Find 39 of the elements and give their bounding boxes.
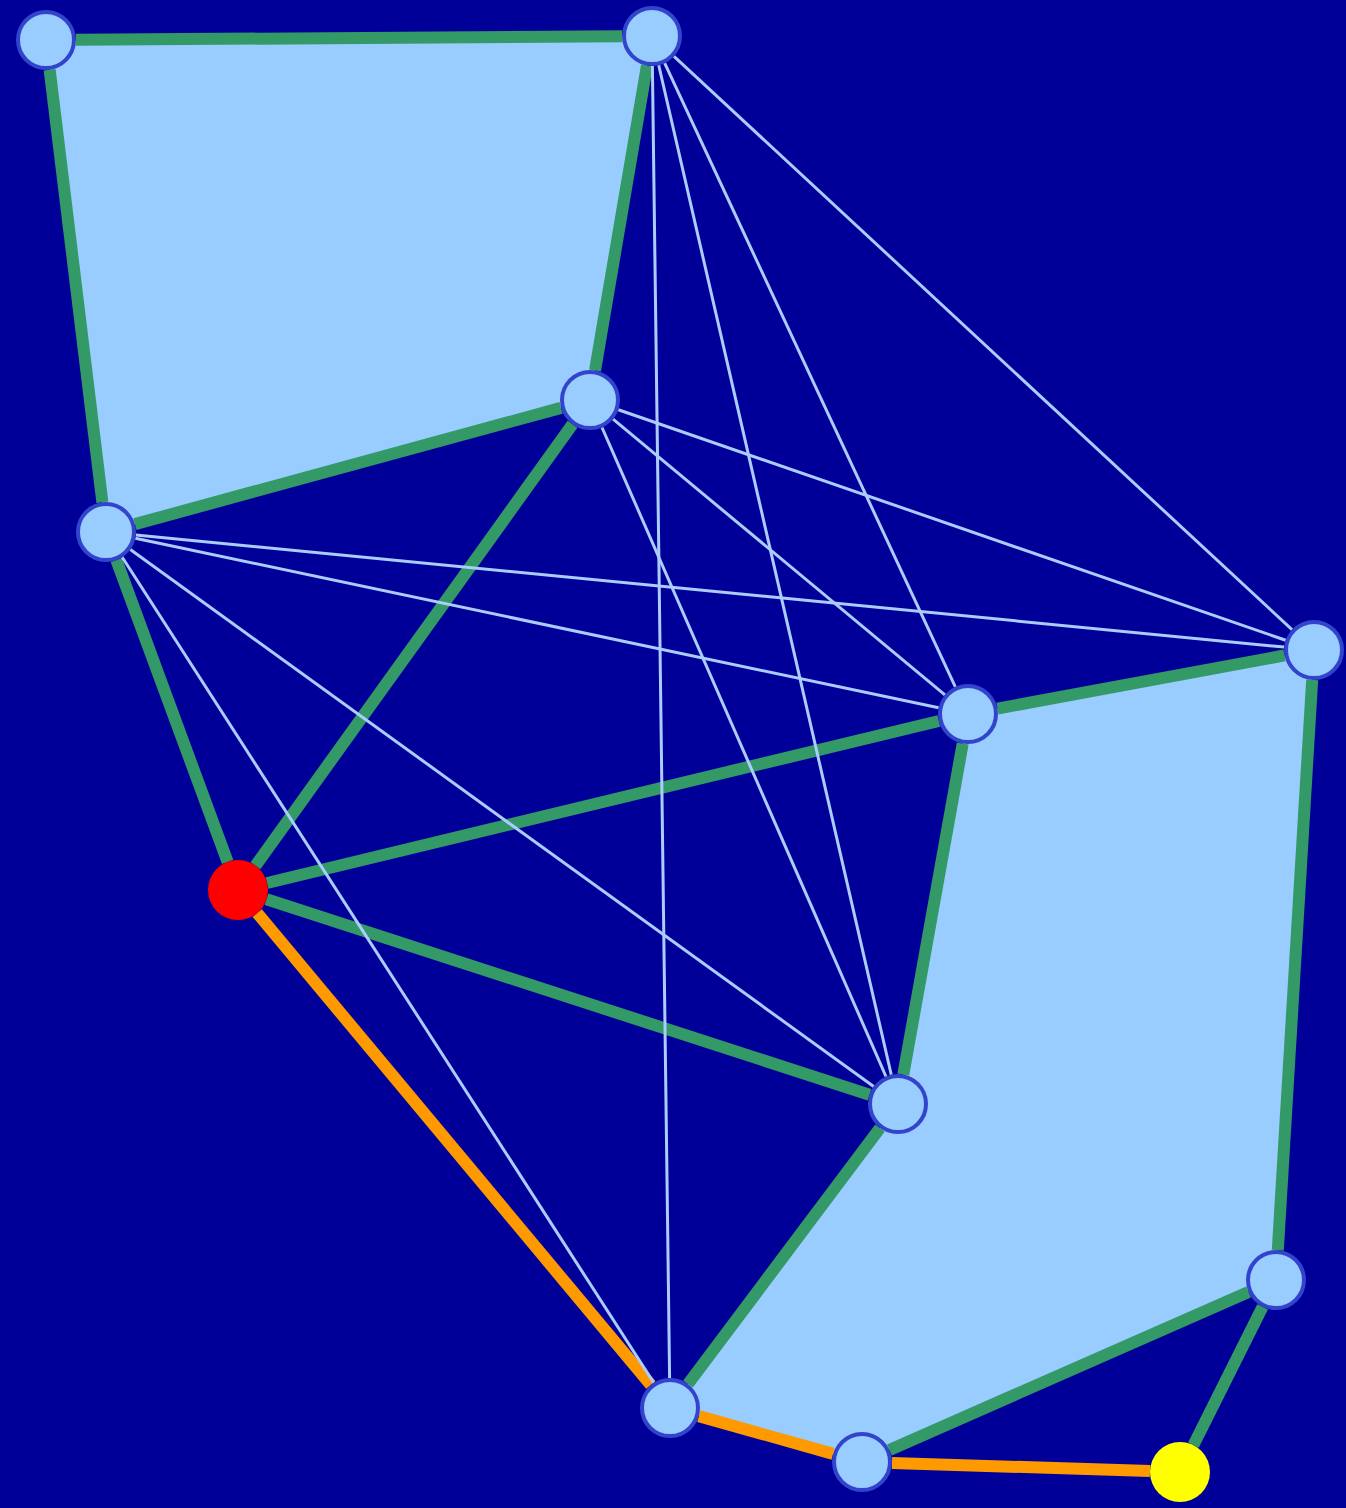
graph-edge [43, 69, 109, 503]
highlighted-vertex [1150, 1442, 1210, 1502]
graph-edge [683, 1124, 885, 1388]
graph-edge [110, 558, 234, 864]
graph-edge [1188, 1304, 1268, 1448]
graph-edge [612, 418, 946, 696]
graph-edge [135, 533, 1285, 649]
graph-edge [133, 402, 563, 530]
graph-edge [663, 62, 957, 688]
graph-vertex [16, 10, 76, 70]
graph-edge [75, 30, 623, 46]
graph-vertex [1284, 620, 1344, 680]
graph-edge [265, 715, 941, 889]
graph-vertex [76, 502, 136, 562]
graph-edge [264, 893, 872, 1101]
graph-edge [129, 548, 875, 1088]
highlighted-vertex [208, 860, 268, 920]
graph-edge [887, 1286, 1251, 1456]
graph-edge [996, 649, 1286, 715]
graph-edge [650, 66, 672, 1378]
graph-vertex [832, 1432, 892, 1492]
graph-edge [672, 55, 1294, 631]
graph-vertex [640, 1378, 700, 1438]
graph-edge [1271, 679, 1319, 1251]
graph-vertex [1246, 1250, 1306, 1310]
graph-edge [120, 556, 656, 1384]
graph-edge [617, 408, 1287, 642]
graph-edge [252, 909, 656, 1389]
graph-edge [250, 420, 578, 870]
graph-vertex [560, 370, 620, 430]
graph-edge [589, 64, 653, 372]
graph-edge [697, 1410, 835, 1460]
graph-edge [891, 1456, 1151, 1478]
graph-vertex [938, 684, 998, 744]
graph-edge [897, 742, 969, 1076]
graph-edge [135, 536, 939, 710]
graph-vertex [622, 6, 682, 66]
graph-edge [600, 426, 888, 1078]
graph-edge [657, 64, 893, 1076]
